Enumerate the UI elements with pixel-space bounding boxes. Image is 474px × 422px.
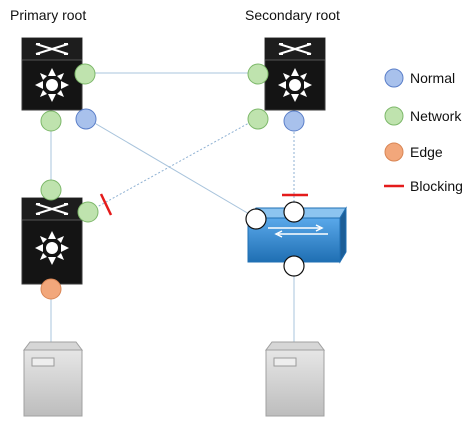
port-normal-marker <box>283 110 305 132</box>
legend-network-swatch <box>384 106 404 126</box>
port-edge-marker <box>40 278 62 300</box>
link-secondary-left-access <box>87 117 259 213</box>
server-right[interactable] <box>265 341 325 417</box>
port-markers <box>40 63 305 300</box>
legend-normal-swatch <box>384 68 404 88</box>
secondary-root-label: Secondary root <box>245 7 340 23</box>
secondary-root-switch[interactable] <box>264 37 326 111</box>
legend: Normal Network Edge Blocking <box>384 68 463 194</box>
legend-edge-swatch <box>384 142 404 162</box>
port-network-marker <box>247 63 269 85</box>
port-designated-marker <box>283 255 305 277</box>
legend-network-label: Network <box>410 108 462 124</box>
server-left[interactable] <box>23 341 83 417</box>
port-network-marker <box>40 179 62 201</box>
legend-edge-label: Edge <box>410 144 443 160</box>
blocking-mark-left <box>99 193 113 216</box>
legend-normal-label: Normal <box>410 70 455 86</box>
link-primary-right-access <box>85 117 257 219</box>
port-designated-marker <box>283 201 305 223</box>
legend-blocking-label: Blocking <box>410 178 463 194</box>
port-network-marker <box>40 110 62 132</box>
port-network-marker <box>247 108 269 130</box>
primary-root-label: Primary root <box>10 7 86 23</box>
primary-root-switch[interactable] <box>21 37 83 111</box>
port-designated-marker <box>245 208 267 230</box>
access-switch-left[interactable] <box>21 197 83 285</box>
links <box>50 72 295 342</box>
port-network-marker <box>77 201 99 223</box>
port-normal-marker <box>75 108 97 130</box>
port-network-marker <box>74 63 96 85</box>
